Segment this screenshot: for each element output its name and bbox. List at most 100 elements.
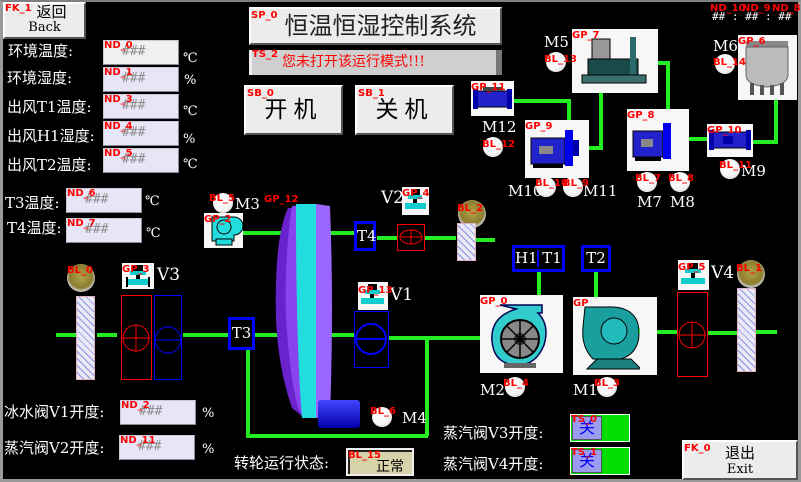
- motor-m3-label: M3: [235, 195, 260, 213]
- reading-field[interactable]: ND_5###: [103, 148, 179, 173]
- duct-panel: [640, 297, 657, 375]
- reading-unit: ℃: [183, 157, 198, 172]
- stop-button[interactable]: SB_1 关机: [355, 85, 454, 135]
- wheel-motor-m4: [318, 400, 360, 428]
- valve-v1-icon: GP_13: [358, 282, 392, 310]
- reading-unit: ℃: [183, 51, 198, 66]
- pipe: [377, 236, 397, 240]
- heater-coil-v2: [397, 224, 425, 251]
- reading-value: ###: [122, 44, 146, 59]
- pipe: [323, 231, 356, 235]
- pipe: [649, 61, 667, 65]
- reading-field[interactable]: ND_3###: [103, 94, 179, 119]
- lamp-bl-12: [483, 137, 503, 157]
- valve-switch-tag: TS_0: [571, 414, 597, 425]
- valve-v3-switch[interactable]: 关 TS_0: [570, 414, 630, 442]
- valve-opening-value: ###: [139, 404, 163, 419]
- graphic-tag: GP: [573, 298, 589, 309]
- lamp-tag: BL_3: [594, 378, 620, 389]
- graphic-tag: GP_4: [402, 188, 430, 199]
- lamp-bl-5: [213, 193, 233, 213]
- valve-v1-label: V1: [390, 285, 414, 305]
- valve-v4-switch[interactable]: 关 TS_1: [570, 447, 630, 475]
- status-message: 您未打开该运行模式!!!: [282, 54, 425, 70]
- exit-tag: FK_0: [684, 443, 711, 454]
- reading-label: 出风H1湿度:: [7, 127, 95, 145]
- lamp-tag: BL_12: [482, 139, 515, 150]
- clock: ND_10 ND_9 ND_8 ## : ## : ##: [710, 3, 801, 24]
- lamp-bl-4: [505, 377, 525, 397]
- clock-hours: ##: [712, 10, 726, 23]
- reading-field[interactable]: ND_1###: [103, 67, 179, 92]
- sensor-t4: T4: [354, 221, 377, 251]
- back-button[interactable]: FK_1 返回 Back: [3, 2, 86, 39]
- pipe: [329, 333, 354, 337]
- valve-v3-icon: GP_3: [122, 263, 154, 289]
- lamp-tag: BL_6: [370, 406, 396, 417]
- fan-m3-icon: GP_2: [204, 213, 243, 248]
- pipe: [666, 61, 670, 113]
- pipe: [707, 331, 738, 335]
- lamp-tag: BL_14: [713, 57, 746, 68]
- graphic-tag: GP_6: [738, 36, 766, 47]
- lamp-bl-14: [715, 54, 735, 74]
- lamp-bl-10: [536, 177, 556, 197]
- reading-unit: %: [183, 132, 196, 147]
- reading-label: 出风T2温度:: [7, 156, 92, 174]
- motor-m4-label: M4: [402, 409, 427, 427]
- wheel-status-value: 正常: [376, 459, 404, 475]
- reading-tag: ND_6: [67, 188, 96, 199]
- tank-m6-icon: GP_6: [738, 35, 797, 100]
- reading-tag: ND_5: [104, 148, 133, 159]
- pipe: [246, 349, 250, 437]
- reading-field[interactable]: ND_4###: [103, 121, 179, 146]
- wheel-status-tag: BL_15: [348, 450, 381, 461]
- clock-seconds: ##: [778, 10, 792, 23]
- valve-opening-field[interactable]: ND_11###: [119, 435, 195, 460]
- valve-opening-unit: %: [202, 406, 215, 421]
- lamp-bl-0: [67, 264, 95, 292]
- lamp-bl-11: [720, 159, 740, 179]
- page-title: SP_0 恒温恒湿控制系统: [249, 7, 502, 45]
- pipe: [583, 146, 603, 150]
- lamp-tag: BL_5: [209, 193, 235, 204]
- motor-m6-label: M6: [713, 37, 738, 55]
- reading-field[interactable]: ND_6###: [66, 188, 142, 213]
- pipe: [243, 231, 289, 235]
- valve-v4-icon: GP_5: [678, 260, 709, 290]
- graphic-tag: GP_2: [204, 214, 232, 225]
- pipe: [599, 83, 603, 150]
- reading-field[interactable]: ND_7###: [66, 218, 142, 243]
- exit-button[interactable]: FK_0 退出 Exit: [682, 440, 798, 480]
- graphic-tag: GP_12: [264, 194, 299, 205]
- lamp-tag: BL_4: [503, 378, 529, 389]
- graphic-tag: GP_8: [627, 110, 655, 121]
- lamp-bl-1: [737, 260, 765, 288]
- valve-switch-state: 关: [572, 416, 602, 440]
- valve-switch-label: 蒸汽阀V3开度:: [443, 424, 544, 442]
- valve-opening-field[interactable]: ND_2###: [120, 400, 196, 425]
- pipe: [567, 99, 571, 121]
- pipe: [56, 333, 78, 337]
- reading-label: T3温度:: [5, 194, 60, 212]
- reading-field[interactable]: ND_0###: [103, 40, 179, 65]
- pipe: [476, 238, 495, 242]
- lamp-tag: BL_13: [544, 54, 577, 65]
- valve-v4-label: V4: [711, 263, 735, 283]
- reading-unit: %: [184, 73, 197, 88]
- reading-label: T4温度:: [7, 219, 62, 237]
- valve-v2-label: V2: [381, 188, 405, 208]
- start-button[interactable]: SB_0 开机: [244, 85, 343, 135]
- pump-m10-m11-icon: GP_9: [525, 120, 589, 178]
- clock-seconds-tag: ND_8: [772, 3, 801, 14]
- clock-hours-tag: ND_10: [710, 3, 746, 14]
- pipe: [183, 333, 229, 337]
- pipe: [388, 336, 481, 340]
- valve-opening-label: 蒸汽阀V2开度:: [4, 439, 105, 457]
- pipe: [255, 333, 285, 337]
- graphic-tag: GP_3: [122, 264, 150, 275]
- graphic-tag: GP_10: [707, 125, 742, 136]
- title-text: 恒温恒湿控制系统: [284, 12, 477, 40]
- lamp-bl-8: [670, 172, 690, 192]
- valve-opening-tag: ND_2: [121, 400, 150, 411]
